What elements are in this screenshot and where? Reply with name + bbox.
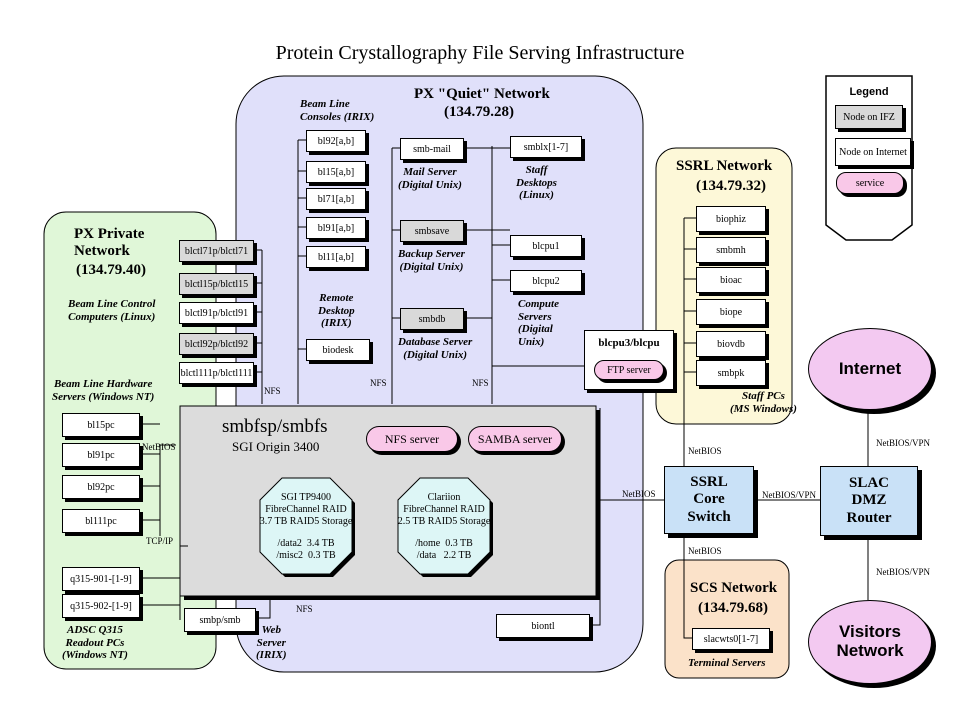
- quiet-network-name: PX "Quiet" Network: [414, 86, 550, 102]
- ssrl-pc-node: biovdb: [696, 331, 766, 357]
- biontl-node: biontl: [496, 614, 590, 638]
- private-network-name: PX Private Network: [74, 226, 145, 260]
- raid2-vol2: /data 2.2 TB: [416, 550, 472, 561]
- smbp-node: smbp/smb: [184, 608, 256, 632]
- raid1-vol2: /misc2 0.3 TB: [276, 550, 336, 561]
- legend-node-internet: Node on Internet: [835, 138, 911, 166]
- q315-node: q315-901-[1-9]: [62, 567, 140, 591]
- blpc-node: bl91pc: [62, 443, 140, 467]
- raid1-type: FibreChannel RAID: [265, 504, 347, 515]
- ssrl-network-subnet: (134.79.32): [696, 178, 766, 194]
- netbios-vpn-link-label: NetBIOS/VPN: [876, 438, 931, 448]
- ssrl-pc-node: biope: [696, 299, 766, 325]
- blcpu1-node: blcpu1: [510, 235, 582, 257]
- smbsave-node: smbsave: [400, 220, 464, 242]
- netbios-vpn-link-label: NetBIOS/VPN: [762, 490, 817, 500]
- smb-mail-node: smb-mail: [400, 138, 464, 160]
- raid2-octagon: [397, 477, 491, 575]
- legend-heading: Legend: [849, 86, 889, 98]
- biodesk-node: biodesk: [306, 339, 370, 361]
- console-node: bl15[a,b]: [306, 161, 366, 183]
- staff-desktops-label: Staff Desktops (Linux): [516, 164, 557, 202]
- samba-server-service: SAMBA server: [468, 426, 562, 452]
- ftp-server-service: FTP server: [594, 360, 664, 380]
- blctl-node: blctl91p/blctl91: [179, 302, 254, 324]
- private-network-subnet: (134.79.40): [76, 262, 146, 278]
- smbdb-node: smbdb: [400, 308, 464, 330]
- raid1-capacity: 3.7 TB RAID5 Storage: [259, 516, 353, 527]
- blpc-node: bl15pc: [62, 413, 140, 437]
- server-model: SGI Origin 3400: [232, 439, 320, 454]
- mail-server-label: Mail Server (Digital Unix): [398, 166, 462, 191]
- netbios-link-label: NetBIOS: [142, 442, 176, 452]
- netbios-link-label: NetBIOS: [622, 489, 656, 499]
- slac-dmz-router: SLAC DMZ Router: [820, 466, 918, 536]
- database-server-label: Database Server (Digital Unix): [398, 336, 473, 361]
- netbios-vpn-link-label: NetBIOS/VPN: [876, 567, 931, 577]
- quiet-network-subnet: (134.79.28): [444, 104, 514, 120]
- ssrl-pc-node: smbmh: [696, 237, 766, 263]
- nfs-server-service: NFS server: [366, 426, 458, 452]
- slacwts-node: slacwts0[1-7]: [692, 628, 770, 650]
- remote-desktop-label: Remote Desktop (IRIX): [318, 292, 355, 330]
- blctl-node: blctl71p/blctl71: [179, 240, 254, 262]
- ssrl-pc-node: bioac: [696, 267, 766, 293]
- beam-line-consoles-label: Beam Line Consoles (IRIX): [300, 98, 375, 123]
- nfs-link-label: NFS: [472, 378, 489, 388]
- raid2-name: Clariion: [427, 492, 461, 503]
- visitors-network-cloud: Visitors Network: [808, 600, 932, 684]
- raid2-vol1: /home 0.3 TB: [415, 538, 473, 549]
- q315-node: q315-902-[1-9]: [62, 594, 140, 618]
- blpc-node: bl111pc: [62, 509, 140, 533]
- ssrl-pc-node: biophiz: [696, 206, 766, 232]
- raid1-vol1: /data2 3.4 TB: [277, 538, 335, 549]
- legend-node-ifz: Node on IFZ: [835, 105, 903, 129]
- internet-cloud: Internet: [808, 328, 932, 410]
- console-node: bl71[a,b]: [306, 188, 366, 210]
- ssrl-pc-node: smbpk: [696, 360, 766, 386]
- server-name: smbfsp/smbfs: [222, 416, 328, 437]
- beam-line-hardware-label: Beam Line Hardware Servers (Windows NT): [52, 378, 155, 403]
- raid2-type: FibreChannel RAID: [403, 504, 485, 515]
- nfs-link-label: NFS: [264, 386, 281, 396]
- console-node: bl91[a,b]: [306, 217, 366, 239]
- raid1-name: SGI TP9400: [280, 492, 332, 503]
- ssrl-network-name: SSRL Network: [676, 158, 773, 174]
- nfs-link-label: NFS: [296, 604, 313, 614]
- blctl-node: blctl111p/blctl111: [179, 362, 254, 384]
- compute-servers-label: Compute Servers (Digital Unix): [518, 298, 559, 348]
- blctl-node: blctl92p/blctl92: [179, 333, 254, 355]
- scs-network-subnet: (134.79.68): [698, 600, 768, 616]
- blcpu3-label: blcpu3/blcpu: [598, 337, 660, 349]
- ssrl-core-switch: SSRL Core Switch: [664, 466, 754, 534]
- blctl-node: blctl15p/blctl15: [179, 273, 254, 295]
- console-node: bl92[a,b]: [306, 130, 366, 152]
- netbios-link-label: NetBIOS: [688, 446, 722, 456]
- console-node: bl11[a,b]: [306, 246, 366, 268]
- nfs-link-label: NFS: [370, 378, 387, 388]
- blcpu2-node: blcpu2: [510, 270, 582, 292]
- blpc-node: bl92pc: [62, 475, 140, 499]
- backup-server-label: Backup Server (Digital Unix): [398, 248, 465, 273]
- legend-service: service: [836, 172, 904, 194]
- diagram-title: Protein Crystallography File Serving Inf…: [275, 42, 685, 64]
- adsc-label: ADSC Q315 Readout PCs (Windows NT): [62, 624, 128, 662]
- scs-network-name: SCS Network: [690, 580, 778, 596]
- tcpip-link-label: TCP/IP: [146, 536, 174, 546]
- netbios-link-label: NetBIOS: [688, 546, 722, 556]
- raid1-octagon: [259, 477, 353, 575]
- connector-lines: [140, 139, 869, 639]
- smblx-node: smblx[1-7]: [510, 136, 582, 158]
- beam-line-control-label: Beam Line Control Computers (Linux): [68, 298, 156, 323]
- web-server-label: Web Server (IRIX): [256, 624, 287, 662]
- staff-pcs-label: Staff PCs (MS Windows): [730, 390, 797, 415]
- terminal-servers-label: Terminal Servers: [688, 657, 766, 669]
- raid2-capacity: 2.5 TB RAID5 Storage: [397, 516, 491, 527]
